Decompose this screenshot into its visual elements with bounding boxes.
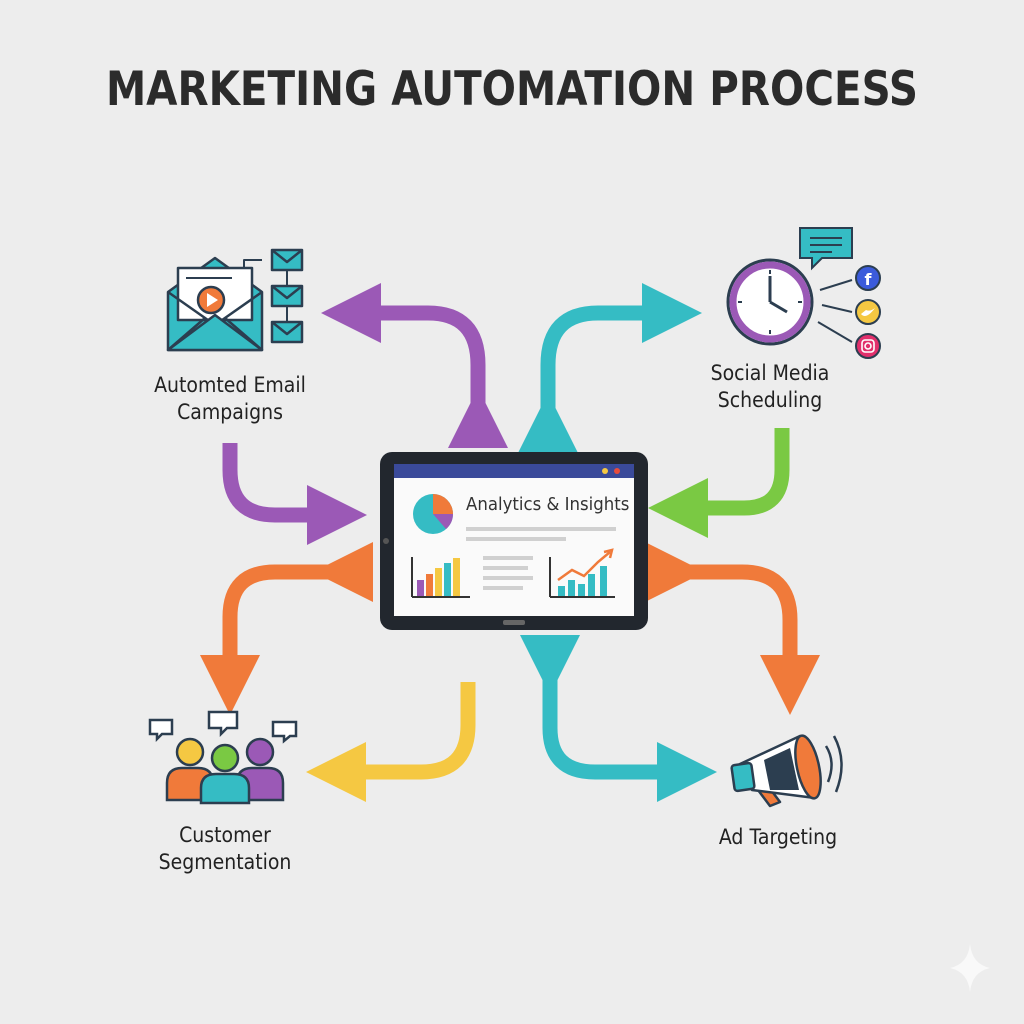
email-label-line2: Campaigns <box>177 400 283 424</box>
instagram-icon <box>855 333 881 359</box>
social-label-line2: Scheduling <box>717 388 823 412</box>
clock-social-icon: f <box>726 227 881 359</box>
node-social-label: Social Media Scheduling <box>680 360 860 414</box>
arrow-teal-top <box>518 283 702 454</box>
email-label-line1: Automted Email <box>154 373 306 397</box>
node-ads-label: Ad Targeting <box>688 824 868 851</box>
people-group-icon <box>148 710 298 805</box>
arrow-teal-bottom <box>520 634 717 802</box>
segmentation-label-line1: Customer <box>179 823 271 847</box>
analytics-insights-label: Analytics & Insights <box>466 494 630 515</box>
arrow-purple-top <box>321 283 508 449</box>
facebook-icon: f <box>855 265 881 291</box>
line-chart-icon <box>549 548 615 598</box>
bar-chart-icon <box>411 557 470 598</box>
pie-chart-icon <box>413 494 453 534</box>
svg-text:f: f <box>865 270 873 289</box>
tablet-dashboard <box>380 452 648 630</box>
twitter-icon <box>855 299 881 325</box>
email-envelope-icon <box>166 248 304 352</box>
sparkle-icon <box>950 944 990 992</box>
arrow-purple-left <box>222 443 367 545</box>
arrow-yellow-bottom <box>306 682 476 802</box>
social-label-line1: Social Media <box>710 361 830 385</box>
page-title: MARKETING AUTOMATION PROCESS <box>105 62 919 117</box>
arrow-orange-right <box>644 542 820 715</box>
node-email-label: Automted Email Campaigns <box>131 372 329 426</box>
ads-label-line1: Ad Targeting <box>718 825 838 849</box>
arrow-orange-left <box>200 542 374 715</box>
arrow-green-right <box>648 428 790 538</box>
node-segmentation-label: Customer Segmentation <box>131 822 320 876</box>
segmentation-label-line2: Segmentation <box>158 850 292 874</box>
megaphone-icon <box>730 734 843 808</box>
